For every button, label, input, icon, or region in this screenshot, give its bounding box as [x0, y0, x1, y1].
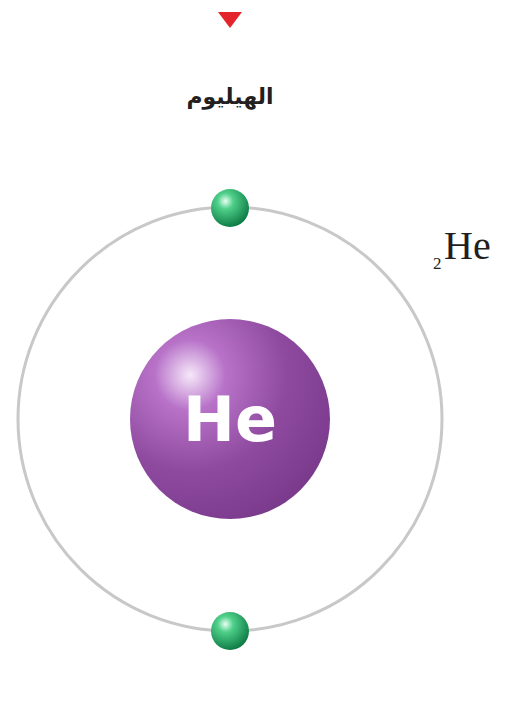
electron: [211, 612, 249, 650]
element-symbol: He: [183, 383, 277, 456]
nucleus-circle: He: [129, 318, 331, 520]
atomic-number: 2: [433, 254, 442, 274]
electron: [211, 189, 249, 227]
marker-triangle: [218, 12, 242, 28]
element-name: الهيليوم: [186, 84, 273, 109]
element-symbol: He: [444, 222, 491, 269]
electron-orbit: [18, 207, 442, 631]
